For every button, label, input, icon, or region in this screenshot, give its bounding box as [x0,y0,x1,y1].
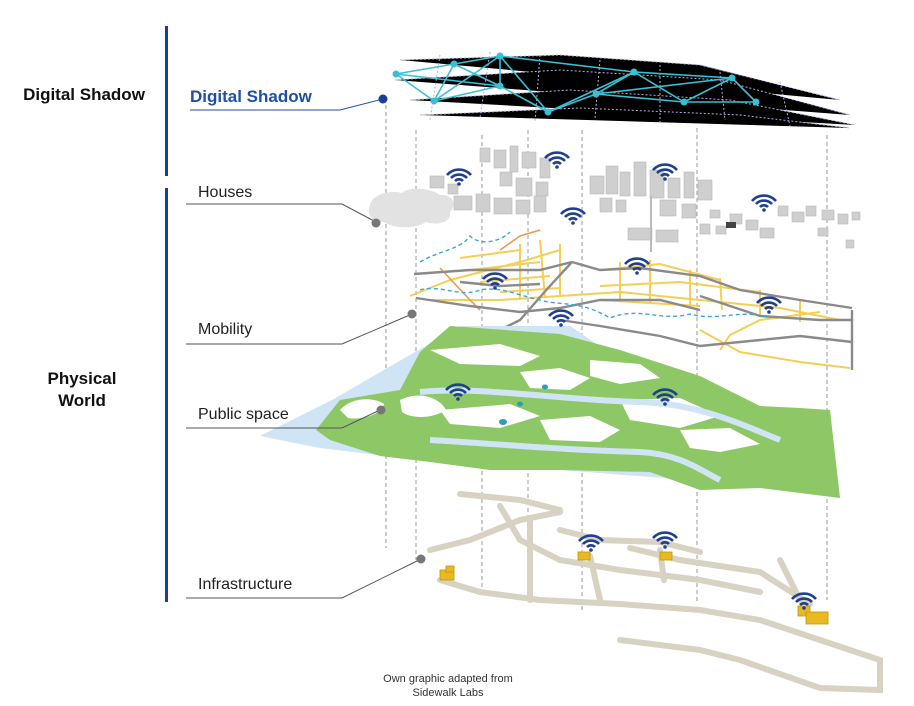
leader-dot-houses [371,218,381,228]
leader-dot-infrastructure [416,554,426,564]
leader-houses [186,203,377,223]
public-space-layer-label: Public space [198,406,289,423]
physical-world-bracket [165,188,168,602]
leader-digital-shadow [190,98,384,111]
digital-shadow-section-title: Digital Shadow [23,85,145,104]
mobility-layer-label: Mobility [198,321,253,338]
leader-dots [371,94,426,564]
leader-mobility [186,313,413,345]
digital-shadow-layer [392,51,856,129]
digital-network-nodes [392,52,760,116]
houses-layer [368,145,861,252]
water-channels [419,387,782,483]
leader-lines [186,98,422,599]
source-caption-line1: Own graphic adapted from [383,673,513,685]
source-caption: Own graphic adapted from Sidewalk Labs [346,672,550,700]
physical-world-section-title: Physical World [20,368,144,412]
houses-layer-label: Houses [198,184,253,201]
houses-buildings [429,145,861,249]
leader-dot-public-space [376,405,386,415]
physical-world-title-line2: World [58,391,106,410]
houses-cloud-shape [368,188,454,228]
mobility-layer [409,229,854,370]
wifi-icon [547,309,575,329]
infrastructure-layer-label: Infrastructure [198,576,293,593]
source-caption-line2: Sidewalk Labs [412,687,484,699]
digital-network [395,55,757,113]
wifi-icon [559,207,587,227]
water-pools [499,384,548,425]
wifi-icon [750,194,778,214]
digital-shadow-bracket [165,26,168,176]
leader-infrastructure [186,558,422,599]
infrastructure-layer [427,491,883,694]
green-area [316,326,840,498]
mobility-gray-roads [413,260,854,370]
mobility-transit-dashed [419,231,771,319]
leader-dot-digital-shadow [378,94,388,104]
digital-shadow-layer-label: Digital Shadow [190,87,312,106]
public-space-layer [260,326,840,498]
infrastructure-nodes [439,551,829,625]
wifi-icon [445,168,473,188]
leader-dot-mobility [407,309,417,319]
physical-world-title-line1: Physical [47,369,117,388]
leader-public-space [186,409,381,429]
